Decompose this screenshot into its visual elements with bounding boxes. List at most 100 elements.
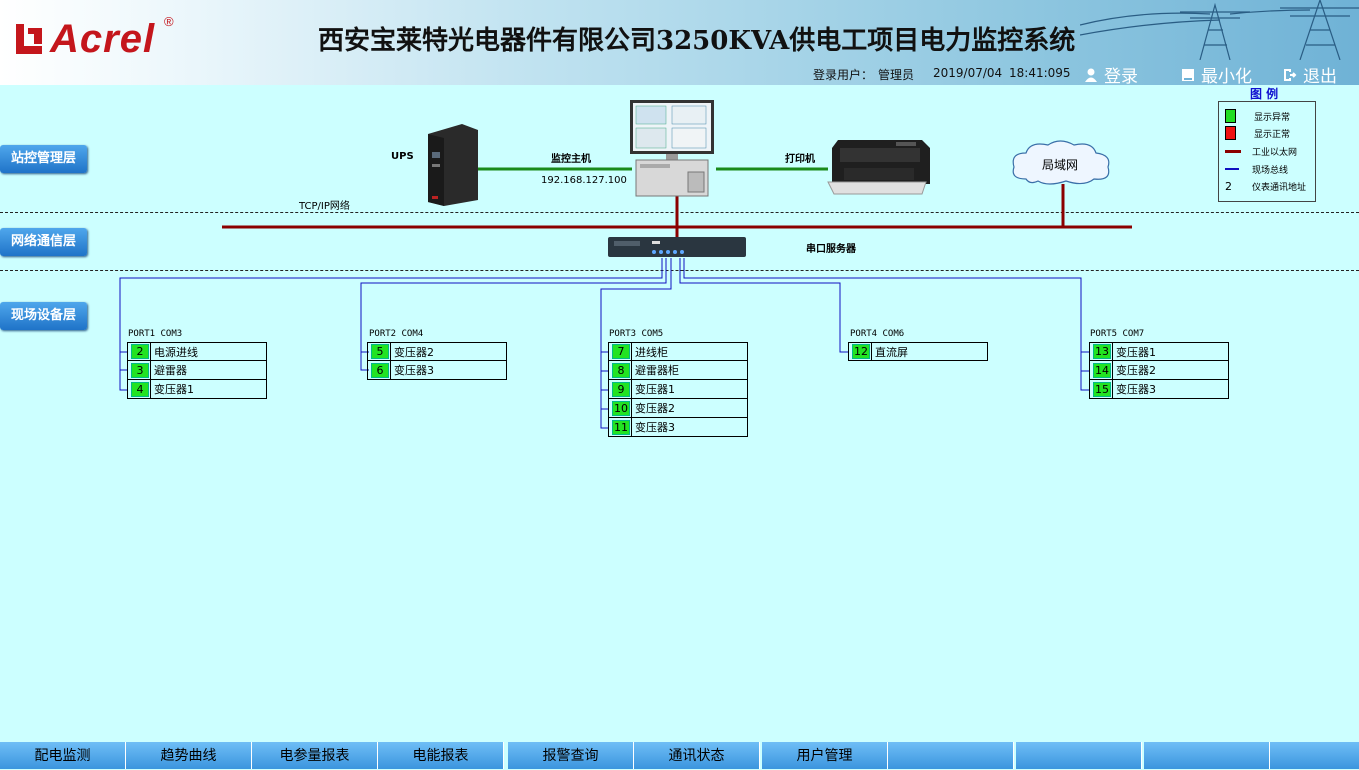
legend-address-label: 仪表通讯地址 (1252, 182, 1307, 193)
tab-empty[interactable] (1144, 742, 1270, 769)
login-button[interactable]: 登录 (1084, 62, 1138, 87)
device-name: 避雷器 (154, 364, 187, 377)
device-name: 变压器1 (635, 383, 675, 396)
device-address: 11 (612, 419, 630, 435)
host-ip: 192.168.127.100 (541, 175, 627, 186)
legend-item: 工业以太网 (1225, 143, 1297, 159)
tab-empty[interactable] (1016, 742, 1142, 769)
logo-registered-mark: ® (164, 14, 174, 29)
device-row[interactable]: 12 直流屏 (848, 342, 988, 361)
port1-device-table: 2 电源进线 3 避雷器 4 变压器1 (127, 342, 267, 399)
device-row[interactable]: 9 变压器1 (608, 380, 748, 399)
user-name: 管理员 (878, 68, 915, 82)
port4-device-table: 12 直流屏 (848, 342, 988, 361)
device-address: 12 (852, 344, 870, 359)
legend-fieldbus-label: 现场总线 (1252, 165, 1289, 176)
device-row[interactable]: 14 变压器2 (1089, 361, 1229, 380)
device-address: 4 (131, 381, 149, 397)
device-name: 进线柜 (635, 345, 668, 359)
serial-server-label: 串口服务器 (806, 244, 856, 255)
device-row[interactable]: 2 电源进线 (127, 342, 267, 361)
device-address: 9 (612, 381, 630, 397)
tcpip-label: TCP/IP网络 (299, 201, 350, 212)
host-label: 监控主机 (551, 154, 591, 165)
user-icon (1085, 68, 1097, 82)
legend-abnormal-swatch (1225, 109, 1236, 123)
tab-user-management[interactable]: 用户管理 (762, 742, 888, 769)
port-title: PORT4 COM6 (850, 329, 905, 339)
tab-parameter-report[interactable]: 电参量报表 (252, 742, 378, 769)
ups-icon (428, 124, 478, 206)
legend-ethernet-swatch (1225, 149, 1241, 153)
device-row[interactable]: 11 变压器3 (608, 418, 748, 437)
user-label: 登录用户： (813, 68, 874, 82)
legend-item: 显示异常 (1225, 108, 1290, 124)
device-address: 14 (1093, 362, 1111, 378)
lan-cloud-icon (1012, 140, 1110, 185)
date-display: 2019/07/04 (933, 66, 1003, 80)
port-title: PORT1 COM3 (128, 329, 183, 339)
device-name: 变压器2 (394, 345, 434, 359)
layer-field: 现场设备层 (0, 302, 87, 330)
device-row[interactable]: 6 变压器3 (367, 361, 507, 380)
device-address: 3 (131, 362, 149, 378)
legend-item: 2 仪表通讯地址 (1225, 178, 1306, 194)
device-name: 变压器1 (154, 383, 194, 396)
tab-trend-curve[interactable]: 趋势曲线 (126, 742, 252, 769)
acrel-logo: Acrel (16, 14, 155, 64)
login-label: 登录 (1104, 67, 1138, 87)
layer-network: 网络通信层 (0, 228, 87, 256)
port-title: PORT2 COM4 (369, 329, 424, 339)
logo-text: Acrel (50, 16, 156, 61)
device-address: 7 (612, 344, 630, 359)
tab-alarm-query[interactable]: 报警查询 (508, 742, 634, 769)
legend-abnormal-label: 显示异常 (1254, 112, 1291, 123)
lan-label: 局域网 (1042, 158, 1079, 172)
device-name: 变压器1 (1116, 345, 1156, 359)
device-address: 6 (371, 362, 389, 378)
tab-distribution-monitor[interactable]: 配电监测 (0, 742, 126, 769)
device-row[interactable]: 3 避雷器 (127, 361, 267, 380)
layer-divider (0, 212, 1359, 213)
legend-normal-swatch (1225, 126, 1236, 140)
page-title: 西安宝莱特光电器件有限公司3250KVA供电工项目电力监控系统 (318, 26, 1076, 56)
device-name: 直流屏 (875, 345, 908, 359)
device-address: 10 (612, 400, 630, 416)
monitor-host-icon (630, 100, 714, 197)
port-title: PORT5 COM7 (1090, 329, 1145, 339)
printer-icon (827, 140, 930, 195)
minimize-icon (1182, 68, 1194, 81)
device-name: 电源进线 (154, 345, 198, 359)
tab-comm-status[interactable]: 通讯状态 (634, 742, 760, 769)
device-name: 变压器3 (635, 421, 675, 434)
legend-item: 现场总线 (1225, 161, 1288, 177)
tab-empty[interactable] (1270, 742, 1359, 769)
exit-button[interactable]: 退出 (1283, 62, 1337, 87)
device-name: 避雷器柜 (635, 364, 679, 377)
time-display: 18:41:095 (1009, 66, 1071, 80)
device-row[interactable]: 4 变压器1 (127, 380, 267, 399)
minimize-label: 最小化 (1201, 67, 1252, 87)
exit-label: 退出 (1303, 67, 1337, 87)
device-name: 变压器3 (1116, 383, 1156, 396)
legend-address-sample: 2 (1225, 179, 1232, 193)
device-row[interactable]: 7 进线柜 (608, 342, 748, 361)
device-row[interactable]: 8 避雷器柜 (608, 361, 748, 380)
legend-box: 显示异常 显示正常 工业以太网 现场总线 2 仪表通讯地址 (1218, 101, 1316, 202)
device-address: 8 (612, 362, 630, 378)
acrel-logo-mark-icon (16, 24, 44, 54)
device-name: 变压器3 (394, 364, 434, 377)
ups-label: UPS (391, 151, 414, 162)
device-name: 变压器2 (1116, 364, 1156, 377)
tab-energy-report[interactable]: 电能报表 (378, 742, 504, 769)
minimize-button[interactable]: 最小化 (1181, 62, 1252, 87)
tab-empty[interactable] (888, 742, 1014, 769)
device-address: 2 (131, 344, 149, 359)
